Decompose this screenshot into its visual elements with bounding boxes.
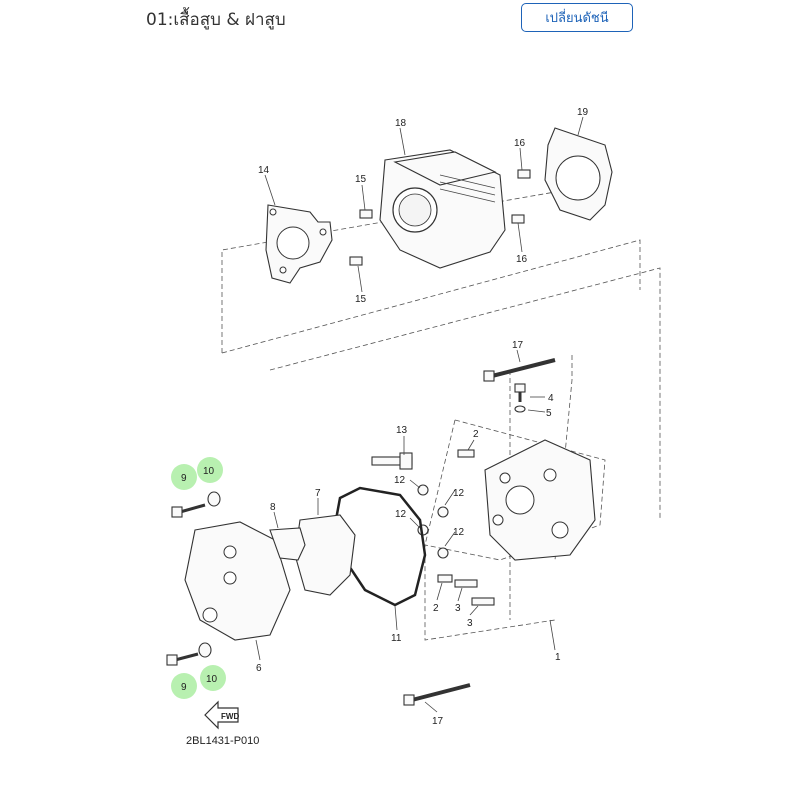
callout-15-upper: 15 <box>355 174 367 185</box>
stud-2-upper[interactable] <box>457 449 475 458</box>
bolt-17-lower[interactable] <box>403 683 471 706</box>
callout-10-lower: 10 <box>206 674 218 685</box>
callout-14: 14 <box>258 165 270 176</box>
washer-5[interactable] <box>514 405 526 413</box>
dowel-15-upper[interactable] <box>359 209 373 219</box>
callout-4: 4 <box>548 393 554 404</box>
bolt-17-upper[interactable] <box>483 358 556 382</box>
callout-12-c: 12 <box>395 509 407 520</box>
nut-12-a[interactable] <box>417 484 429 496</box>
stud-3-upper[interactable] <box>454 579 478 588</box>
page-title: 01:เสื้อสูบ & ฝาสูบ <box>146 10 286 30</box>
cylinder-18[interactable] <box>379 149 506 269</box>
callout-8: 8 <box>270 502 276 513</box>
highlight-9-lower <box>171 673 197 699</box>
callout-7: 7 <box>315 488 321 499</box>
stud-2-lower[interactable] <box>437 574 453 583</box>
guide-line <box>424 419 456 546</box>
callout-17-lower: 17 <box>432 716 444 727</box>
callout-11: 11 <box>391 633 402 644</box>
callout-12-a: 12 <box>394 475 406 486</box>
fwd-label: FWD <box>221 712 239 721</box>
cylinder-head-1[interactable] <box>484 439 596 561</box>
gasket-8[interactable] <box>269 527 306 561</box>
guide-line <box>269 267 661 520</box>
highlight-9-upper <box>171 464 197 490</box>
callout-16-upper: 16 <box>514 138 526 149</box>
stud-3-lower[interactable] <box>471 597 495 606</box>
bolt-9-lower[interactable] <box>166 652 199 666</box>
gasket-7[interactable] <box>294 514 356 596</box>
callout-15-lower: 15 <box>355 294 367 305</box>
head-cover-6[interactable] <box>184 521 291 641</box>
washer-10-upper[interactable] <box>207 491 221 507</box>
nut-12-d[interactable] <box>437 547 449 559</box>
highlight-10-lower <box>200 665 226 691</box>
dowel-15-lower[interactable] <box>349 256 363 266</box>
gasket-14[interactable] <box>265 204 333 284</box>
guide-line <box>424 419 606 641</box>
callout-17-upper: 17 <box>512 340 524 351</box>
callout-18: 18 <box>395 118 407 129</box>
washer-10-lower[interactable] <box>198 642 212 658</box>
callout-5: 5 <box>546 408 552 419</box>
dowel-16-upper[interactable] <box>517 169 531 179</box>
callout-3-lower: 3 <box>467 618 473 629</box>
gasket-19[interactable] <box>544 127 613 221</box>
callout-13: 13 <box>396 425 408 436</box>
callout-3-upper: 3 <box>455 603 461 614</box>
bolt-9-upper[interactable] <box>171 503 206 518</box>
change-index-button[interactable]: เปลี่ยนดัชนี <box>521 3 633 32</box>
callout-12-d: 12 <box>453 527 465 538</box>
callout-10-upper: 10 <box>203 466 215 477</box>
highlight-10-upper <box>197 457 223 483</box>
spark-plug-13[interactable] <box>371 452 413 470</box>
callout-1: 1 <box>555 652 561 663</box>
callout-2-upper: 2 <box>473 429 479 440</box>
callout-9-upper: 9 <box>181 473 187 484</box>
guide-line <box>221 239 641 354</box>
diagram-code: 2BL1431-P010 <box>186 735 259 747</box>
callout-2-lower: 2 <box>433 603 439 614</box>
callout-6: 6 <box>256 663 262 674</box>
bolt-4[interactable] <box>514 383 526 402</box>
callout-9-lower: 9 <box>181 682 187 693</box>
callout-16-lower: 16 <box>516 254 528 265</box>
fwd-arrow-icon: FWD <box>204 700 239 730</box>
nut-12-b[interactable] <box>437 506 449 518</box>
dowel-16-lower[interactable] <box>511 214 525 224</box>
callout-19: 19 <box>577 107 589 118</box>
callout-12-b: 12 <box>453 488 465 499</box>
